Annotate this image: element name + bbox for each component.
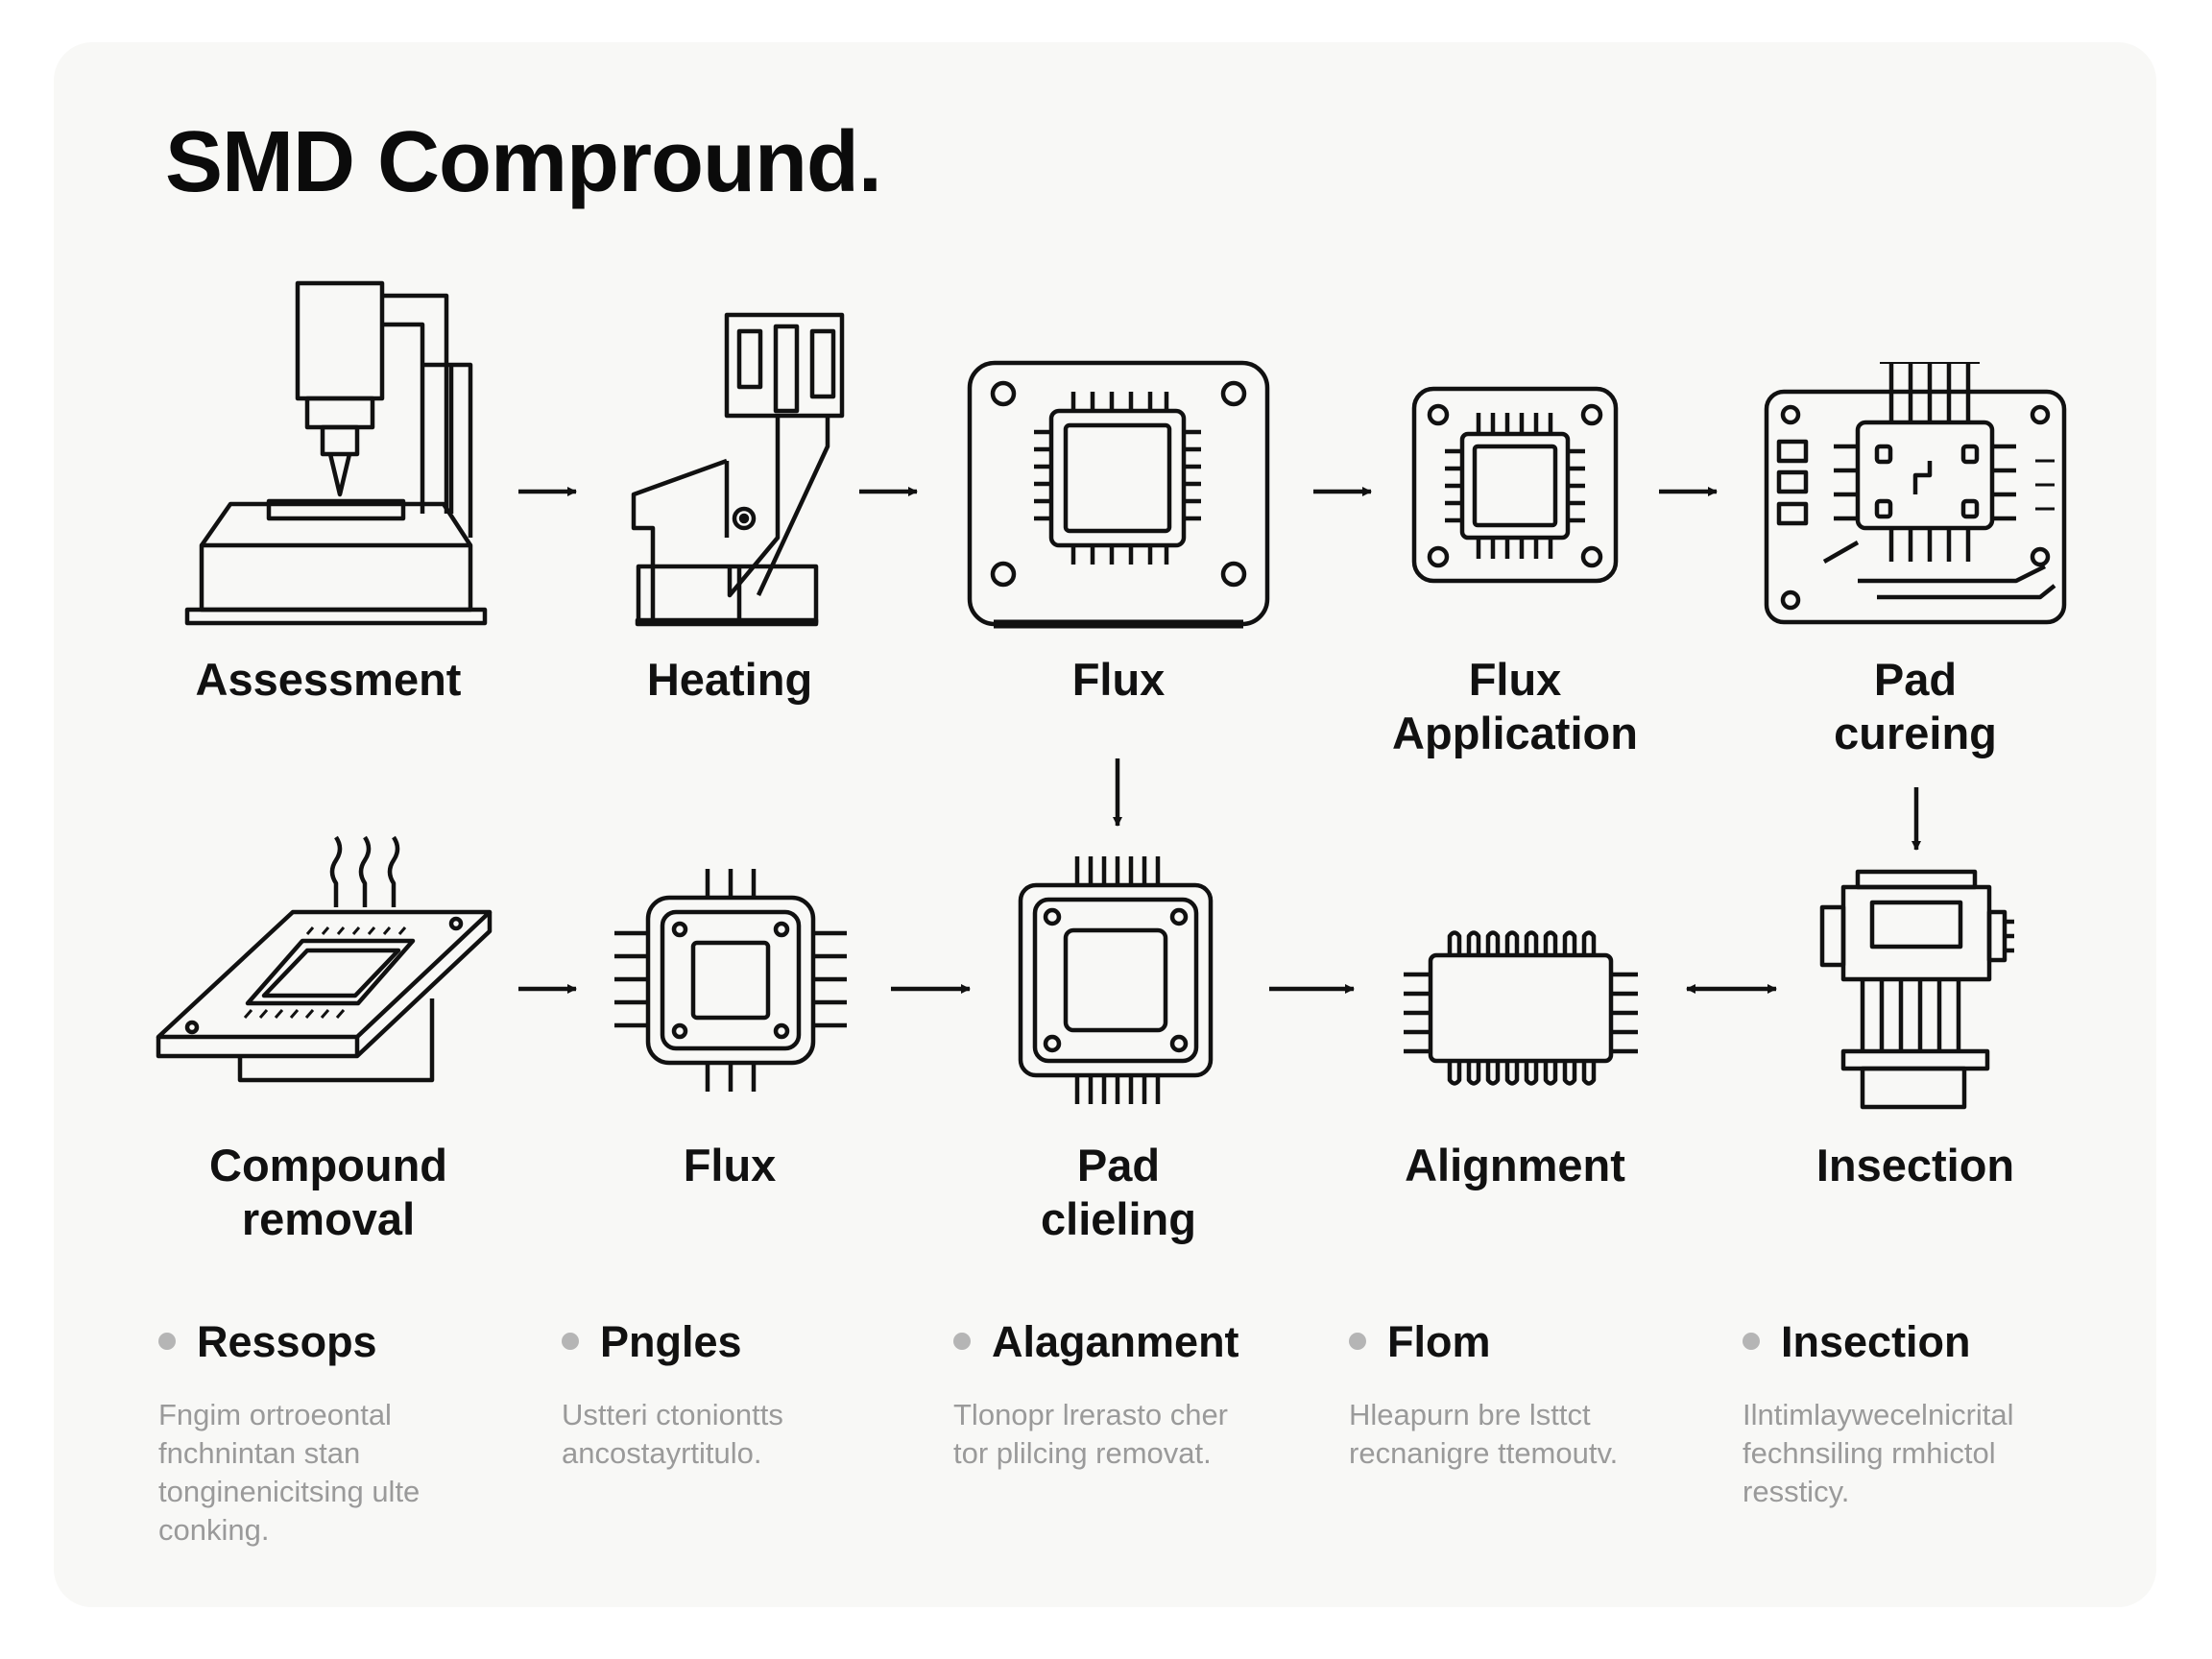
hot-air-tool-icon <box>631 312 845 627</box>
bullet-icon <box>953 1333 971 1351</box>
step-label-flux-bottom: Flux <box>683 1140 777 1190</box>
note-title: Alaganment <box>953 1317 1239 1367</box>
note-title: Pngles <box>562 1317 742 1367</box>
chip-on-pad-icon <box>1411 386 1619 584</box>
step-label-heating: Heating <box>646 654 813 705</box>
step-label-alignment: Alignment <box>1405 1140 1625 1190</box>
chip-board-icon <box>967 360 1270 629</box>
inspection-connector-icon <box>1819 869 2014 1110</box>
square-chip-icon <box>1018 856 1214 1104</box>
bullet-icon <box>1349 1333 1366 1351</box>
step-label-insection: Insection <box>1815 1140 2015 1190</box>
dip-chip-icon <box>1404 930 1638 1086</box>
step-label-assessment: Assessment <box>195 654 462 705</box>
bullet-icon <box>562 1333 579 1351</box>
dispensing-machine-icon <box>184 280 488 626</box>
bullet-icon <box>158 1333 176 1351</box>
qfp-chip-icon <box>614 869 847 1092</box>
bullet-icon <box>1743 1333 1760 1351</box>
note-title: Insection <box>1743 1317 1971 1367</box>
note-title: Ressops <box>158 1317 377 1367</box>
note-title: Flom <box>1349 1317 1491 1367</box>
circuit-board-icon <box>1764 362 2067 625</box>
page-title: SMD Compround. <box>165 114 882 210</box>
step-label-flux-top: Flux <box>1071 654 1166 705</box>
diagram-sheet <box>54 42 2156 1607</box>
heated-board-icon <box>156 835 493 1083</box>
flow-arrows <box>518 487 1921 994</box>
